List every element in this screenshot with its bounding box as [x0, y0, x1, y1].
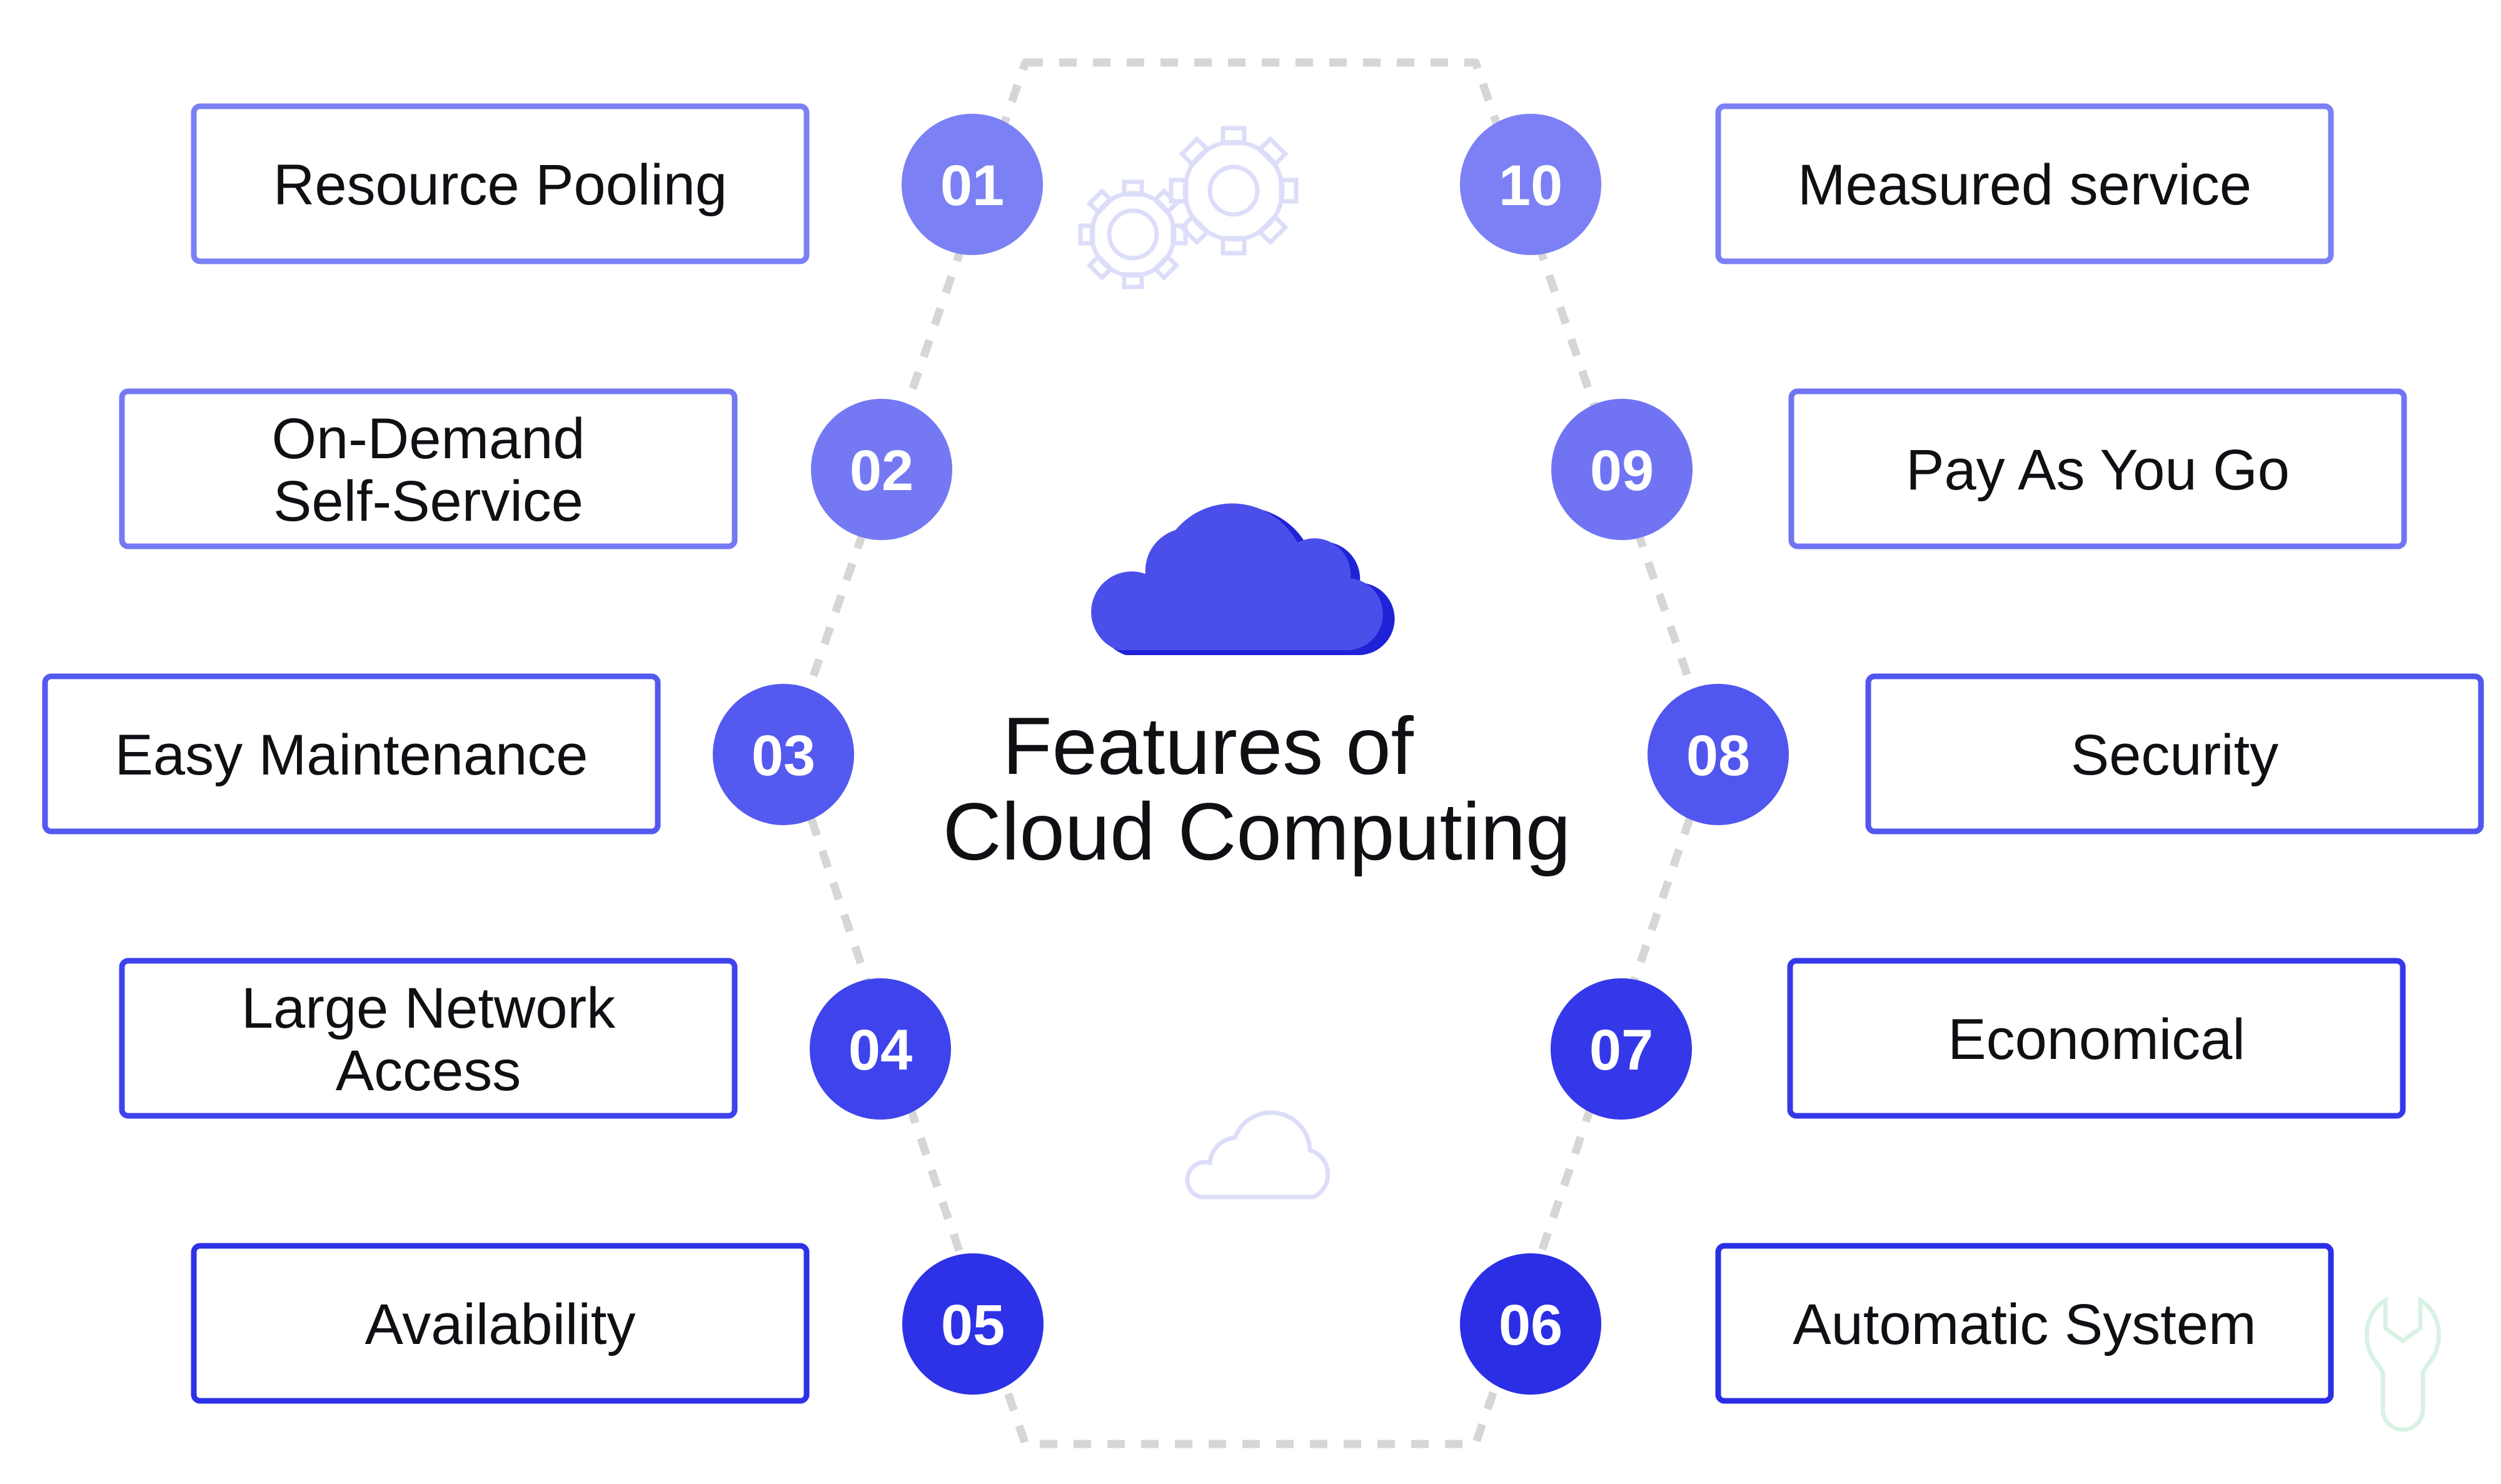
- feature-label-line: Security: [2071, 723, 2278, 787]
- feature-10: Measured service 10: [1460, 103, 2334, 264]
- feature-label-08: Security: [2071, 723, 2278, 787]
- feature-box-10: [1715, 103, 2334, 264]
- number-badge-08: [1648, 684, 1789, 825]
- number-badge-09: [1551, 399, 1693, 540]
- feature-label-line: Economical: [1948, 1008, 2245, 1071]
- badge-number-04: 04: [848, 1018, 912, 1082]
- feature-label-line: Measured service: [1798, 153, 2252, 217]
- number-badge-06: [1460, 1253, 1601, 1395]
- feature-box-08: [1865, 673, 2484, 835]
- feature-label-03: Easy Maintenance: [115, 723, 588, 787]
- feature-label-07: Economical: [1948, 1008, 2245, 1071]
- feature-label-line: Automatic System: [1793, 1293, 2256, 1356]
- feature-box-07: [1787, 958, 2406, 1119]
- feature-01: Resource Pooling 01: [191, 103, 1043, 264]
- feature-06: Automatic System 06: [1460, 1243, 2334, 1404]
- feature-box-04: [119, 958, 738, 1119]
- feature-box-01: [191, 103, 810, 264]
- title-line-2: Cloud Computing: [943, 786, 1571, 877]
- hexagon-outline: [783, 58, 1718, 1448]
- number-badge-01: [902, 114, 1043, 255]
- feature-08: Security 08: [1648, 673, 2484, 835]
- feature-box-02: [119, 388, 738, 549]
- badge-number-05: 05: [941, 1293, 1005, 1357]
- badge-number-10: 10: [1499, 154, 1562, 218]
- feature-label-06: Automatic System: [1793, 1293, 2256, 1356]
- badge-number-07: 07: [1589, 1018, 1653, 1082]
- badge-number-03: 03: [752, 724, 815, 788]
- cloud-icon: [1091, 503, 1395, 656]
- feature-05: Availability 05: [191, 1243, 1044, 1404]
- small-cloud-icon: [1185, 1110, 1331, 1200]
- feature-label-line: Resource Pooling: [273, 153, 727, 217]
- feature-label-line: Large Network: [241, 976, 616, 1040]
- feature-09: Pay As You Go 09: [1551, 388, 2407, 549]
- gears-icon: [1078, 126, 1299, 289]
- feature-label-09: Pay As You Go: [1906, 438, 2290, 502]
- wrench-icon: [2364, 1296, 2442, 1432]
- feature-03: Easy Maintenance 03: [42, 673, 854, 835]
- feature-label-line: Pay As You Go: [1906, 438, 2290, 502]
- number-badge-03: [713, 684, 854, 825]
- feature-label-line: Self-Service: [273, 469, 583, 533]
- badge-number-02: 02: [850, 439, 913, 503]
- feature-label-line: Easy Maintenance: [115, 723, 588, 787]
- badge-number-06: 06: [1499, 1293, 1562, 1357]
- feature-label-01: Resource Pooling: [273, 153, 727, 217]
- number-badge-07: [1551, 978, 1692, 1120]
- badge-number-08: 08: [1686, 724, 1750, 788]
- feature-label-line: On-Demand: [271, 407, 585, 471]
- feature-label-line: Access: [336, 1039, 521, 1103]
- number-badge-05: [902, 1253, 1044, 1395]
- badge-number-01: 01: [940, 154, 1004, 218]
- number-badge-02: [811, 399, 952, 540]
- number-badge-04: [810, 978, 951, 1120]
- badge-number-09: 09: [1590, 439, 1654, 503]
- feature-label-05: Availability: [365, 1293, 636, 1356]
- feature-box-05: [191, 1243, 810, 1404]
- feature-07: Economical 07: [1551, 958, 2406, 1120]
- title-line-1: Features of: [1002, 700, 1414, 791]
- number-badge-10: [1460, 114, 1601, 255]
- feature-box-09: [1788, 388, 2407, 549]
- feature-label-line: Availability: [365, 1293, 636, 1356]
- diagram-title: Features of Cloud Computing: [943, 700, 1571, 877]
- feature-box-06: [1715, 1243, 2334, 1404]
- feature-box-03: [42, 673, 661, 835]
- feature-label-10: Measured service: [1798, 153, 2252, 217]
